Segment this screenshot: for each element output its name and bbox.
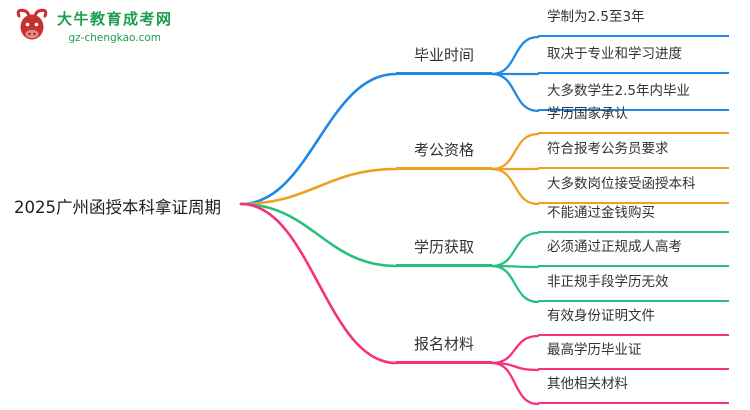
leaf-node-0-0: 学制为2.5至3年 [538,8,729,37]
branch-node-0: 毕业时间 [396,45,492,75]
bull-logo-icon [16,8,48,40]
edge-branch-1-leaf-2 [490,167,540,206]
edge-root-branch-2 [239,202,398,268]
leaf-node-1-2: 大多数岗位接受函授本科 [538,175,729,204]
logo-title: 大牛教育成考网 [57,10,173,28]
edge-branch-1-leaf-0 [490,132,540,171]
edge-branch-0-leaf-2 [490,72,540,113]
leaf-node-3-2: 其他相关材料 [538,375,729,404]
edge-branch-0-leaf-0 [490,35,540,76]
leaf-node-2-0: 不能通过金钱购买 [538,204,729,233]
edge-root-branch-3 [239,202,398,365]
edge-branch-3-leaf-2 [490,361,540,406]
edge-branch-3-leaf-0 [490,334,540,365]
edge-root-branch-0 [239,72,398,206]
edge-branch-2-leaf-2 [490,264,540,304]
edge-branch-2-leaf-0 [490,231,540,268]
edge-root-branch-1 [239,167,398,206]
leaf-node-1-1: 符合报考公务员要求 [538,140,729,169]
branch-node-3: 报名材料 [396,334,492,364]
branch-node-1: 考公资格 [396,140,492,170]
branch-node-2: 学历获取 [396,237,492,267]
leaf-node-2-2: 非正规手段学历无效 [538,273,729,302]
logo-text: 大牛教育成考网 gz-chengkao.com [57,8,173,44]
logo-url: gz-chengkao.com [68,32,162,44]
site-logo: 大牛教育成考网 gz-chengkao.com [14,8,173,44]
leaf-node-0-2: 大多数学生2.5年内毕业 [538,82,729,111]
leaf-node-3-0: 有效身份证明文件 [538,307,729,336]
leaf-node-0-1: 取决于专业和学习进度 [538,45,729,74]
leaf-node-3-1: 最高学历毕业证 [538,341,729,370]
leaf-node-2-1: 必须通过正规成人高考 [538,238,729,267]
leaf-node-1-0: 学历国家承认 [538,105,729,134]
root-node: 2025广州函授本科拿证周期 [14,198,221,217]
